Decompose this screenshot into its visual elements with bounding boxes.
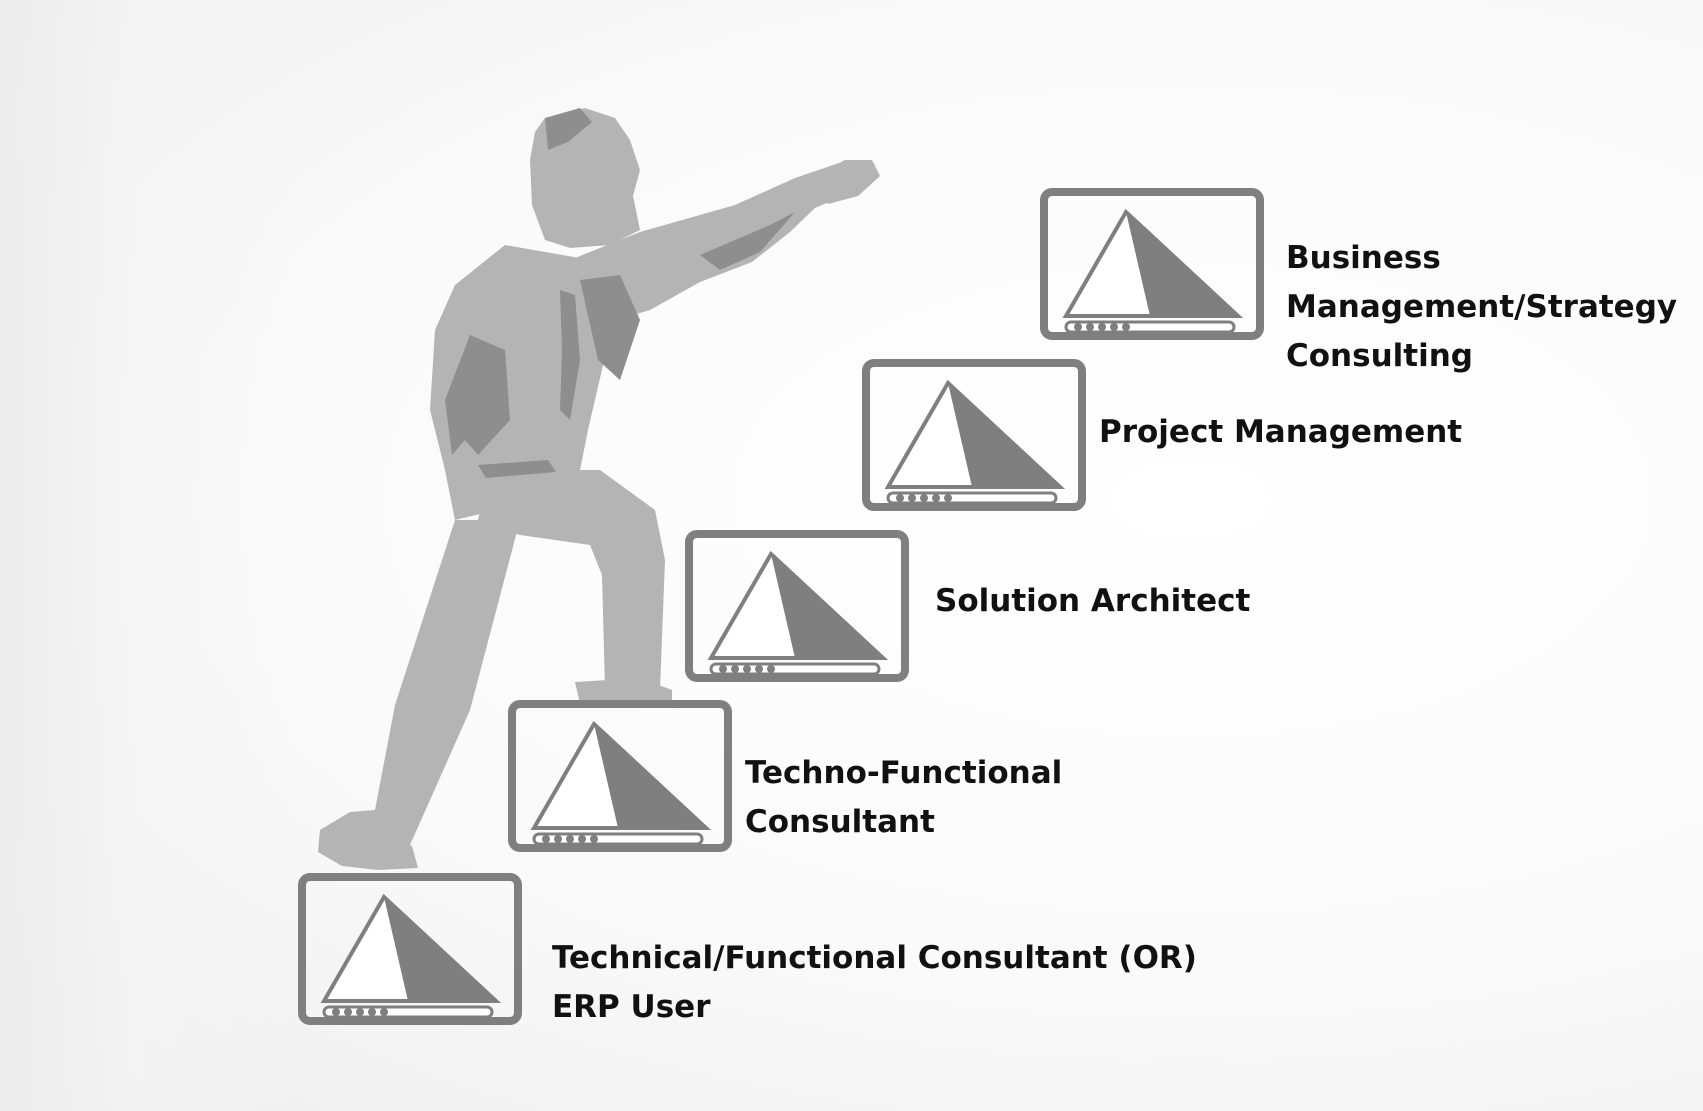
step-2-label: Techno-Functional Consultant bbox=[745, 755, 1063, 840]
step-1-label: Technical/Functional Consultant (OR) ERP… bbox=[552, 940, 1197, 1025]
step-3-icon bbox=[685, 530, 909, 682]
step-5-label: Business Management/Strategy Consulting bbox=[1286, 240, 1678, 374]
step-1-icon bbox=[298, 873, 522, 1025]
step-3-label: Solution Architect bbox=[935, 583, 1251, 619]
step-4-label: Project Management bbox=[1099, 414, 1463, 450]
step-5-icon bbox=[1040, 188, 1264, 340]
step-2-icon bbox=[508, 700, 732, 852]
background-shade bbox=[0, 0, 300, 1111]
step-4-icon bbox=[862, 359, 1086, 511]
